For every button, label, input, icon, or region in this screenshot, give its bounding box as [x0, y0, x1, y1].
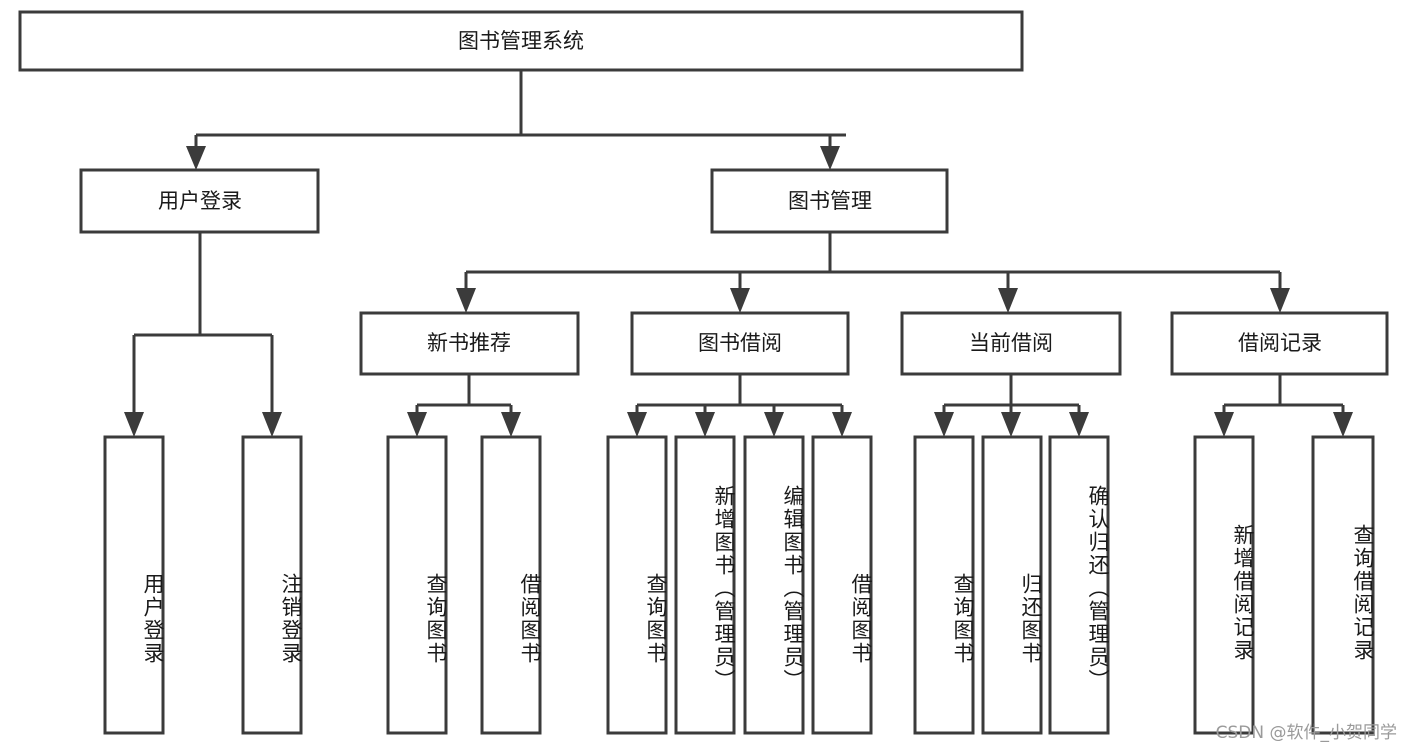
csdn-watermark: CSDN @软件_小贺同学	[1215, 723, 1397, 743]
node-user-login[interactable]: 用户登录	[79, 168, 320, 234]
edge-current-to-leaves	[934, 374, 1089, 437]
edge-record-to-leaves	[1214, 374, 1353, 437]
node-root-system[interactable]: 图书管理系统	[18, 10, 1024, 72]
leaf-user-login-0[interactable]	[103, 435, 165, 735]
node-book-management[interactable]: 图书管理	[710, 168, 949, 234]
node-label: 图书借阅	[698, 331, 782, 355]
node-label: 用户登录	[158, 189, 242, 213]
edge-recommend-to-leaves	[407, 374, 521, 437]
leaf-record-1[interactable]	[1311, 435, 1375, 735]
node-label: 借阅记录	[1238, 331, 1322, 355]
edge-borrow-to-leaves	[627, 374, 852, 437]
node-new-book-recommend[interactable]: 新书推荐	[359, 311, 580, 376]
leaf-current-1[interactable]	[981, 435, 1043, 735]
leaf-recommend-1[interactable]	[480, 435, 542, 735]
node-label: 图书管理系统	[458, 29, 584, 53]
leaf-current-2[interactable]	[1048, 435, 1110, 735]
leaf-record-0[interactable]	[1193, 435, 1255, 735]
leaf-user-login-1[interactable]	[241, 435, 303, 735]
leaf-borrow-2[interactable]	[743, 435, 805, 735]
node-label: 当前借阅	[969, 331, 1053, 355]
leaf-borrow-0[interactable]	[606, 435, 668, 735]
node-borrow-record[interactable]: 借阅记录	[1170, 311, 1389, 376]
edge-book-manage-to-level3	[456, 232, 1290, 313]
leaf-borrow-1[interactable]	[674, 435, 736, 735]
node-label: 图书管理	[788, 189, 872, 213]
leaf-current-0[interactable]	[913, 435, 975, 735]
edge-root-to-level2	[186, 70, 846, 170]
node-current-borrow[interactable]: 当前借阅	[900, 311, 1122, 376]
edge-user-login-to-leaves	[124, 232, 282, 437]
node-book-borrow[interactable]: 图书借阅	[630, 311, 850, 376]
leaf-borrow-3[interactable]	[811, 435, 873, 735]
leaf-recommend-0[interactable]	[386, 435, 448, 735]
node-label: 新书推荐	[427, 331, 511, 355]
